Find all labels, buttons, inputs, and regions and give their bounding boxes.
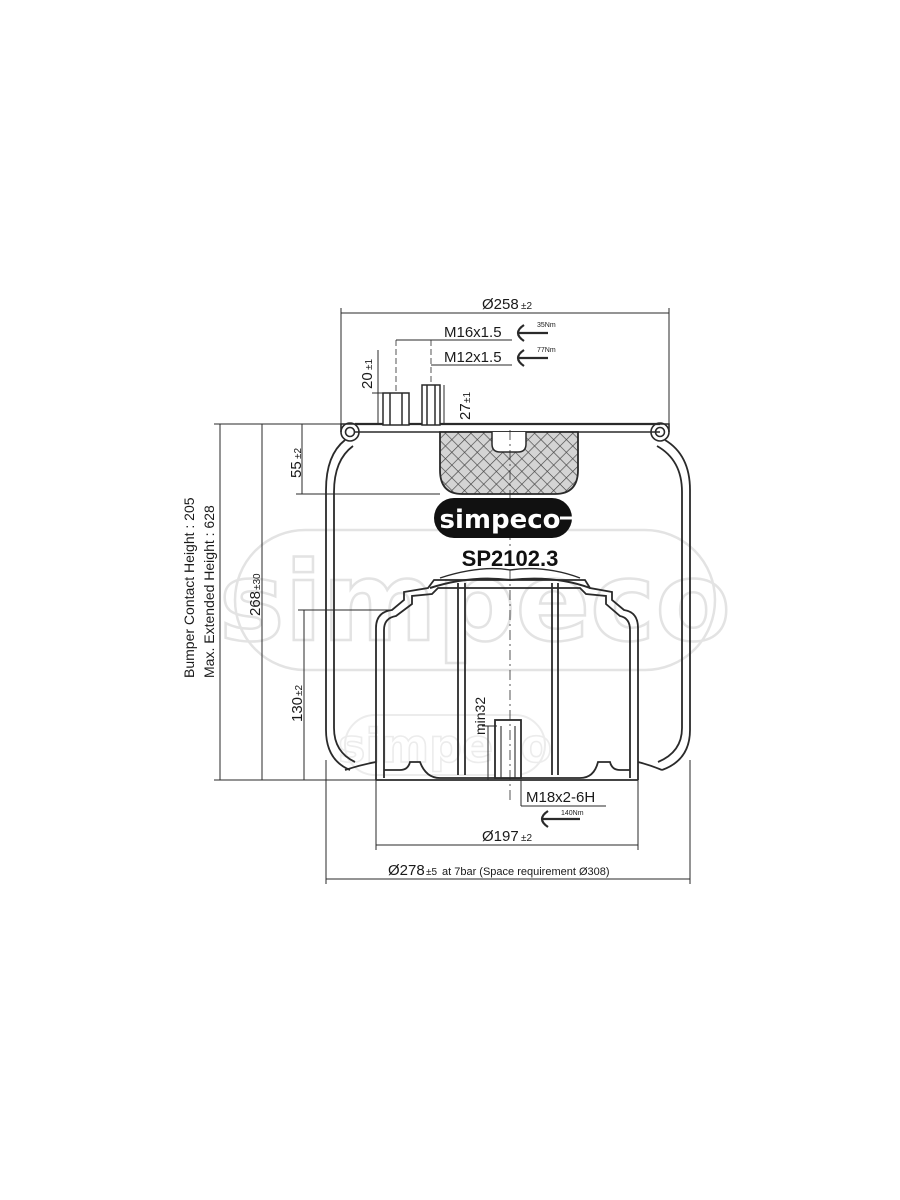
stud-right	[421, 340, 441, 426]
bumper-contact-label: Bumper Contact Height : 205	[181, 497, 197, 678]
top-diameter-label: Ø258	[482, 296, 519, 313]
logo-text: simpeco	[440, 505, 561, 535]
plate-height-tol: ±2	[293, 448, 304, 459]
thread-2-label: M12x1.5	[444, 349, 502, 366]
side-dimension-lines	[214, 423, 341, 781]
piston	[344, 430, 663, 800]
stud-height-2-label: 27	[457, 403, 474, 420]
stud-left	[382, 340, 410, 426]
bottom-thread-leader	[520, 780, 606, 828]
overall-height-tol: ±30	[252, 573, 263, 590]
dim-plate-height	[296, 424, 440, 495]
stud-height-1-label: 20	[359, 372, 376, 389]
brand-logo: simpeco	[434, 498, 576, 538]
dim-piston-diameter	[375, 780, 639, 850]
dim-min-thread-depth	[482, 725, 497, 780]
bellow-diameter-note: at 7bar (Space requirement Ø308)	[442, 866, 610, 878]
stud-height-2-tol: ±1	[462, 392, 473, 403]
bottom-thread-label: M18x2-6H	[526, 789, 595, 806]
overall-height-label: 268	[247, 591, 264, 616]
dim-stud-height-1	[372, 350, 390, 425]
bumper	[439, 431, 579, 495]
plate-height-label: 55	[288, 461, 305, 478]
top-diameter-tol: ±2	[521, 301, 532, 312]
thread-leaders	[396, 324, 548, 367]
bellow-diameter-label: Ø278	[388, 862, 425, 879]
piston-diameter-tol: ±2	[521, 833, 532, 844]
thread-1-torque: 35Nm	[537, 322, 556, 329]
dim-top-diameter	[340, 308, 670, 425]
thread-1-label: M16x1.5	[444, 324, 502, 341]
min-thread-depth-label: min32	[472, 697, 488, 735]
piston-height-tol: ±2	[294, 685, 305, 696]
thread-2-torque: 77Nm	[537, 347, 556, 354]
max-extended-label: Max. Extended Height : 628	[201, 505, 217, 678]
dim-bellow-diameter	[325, 760, 691, 884]
piston-diameter-label: Ø197	[482, 828, 519, 845]
bellow-diameter-tol: ±5	[426, 867, 437, 878]
bottom-thread-torque: 140Nm	[561, 810, 584, 817]
piston-height-label: 130	[289, 697, 306, 722]
dim-piston-height	[298, 609, 392, 780]
part-number: SP2102.3	[462, 546, 559, 571]
stud-height-1-tol: ±1	[364, 359, 375, 370]
